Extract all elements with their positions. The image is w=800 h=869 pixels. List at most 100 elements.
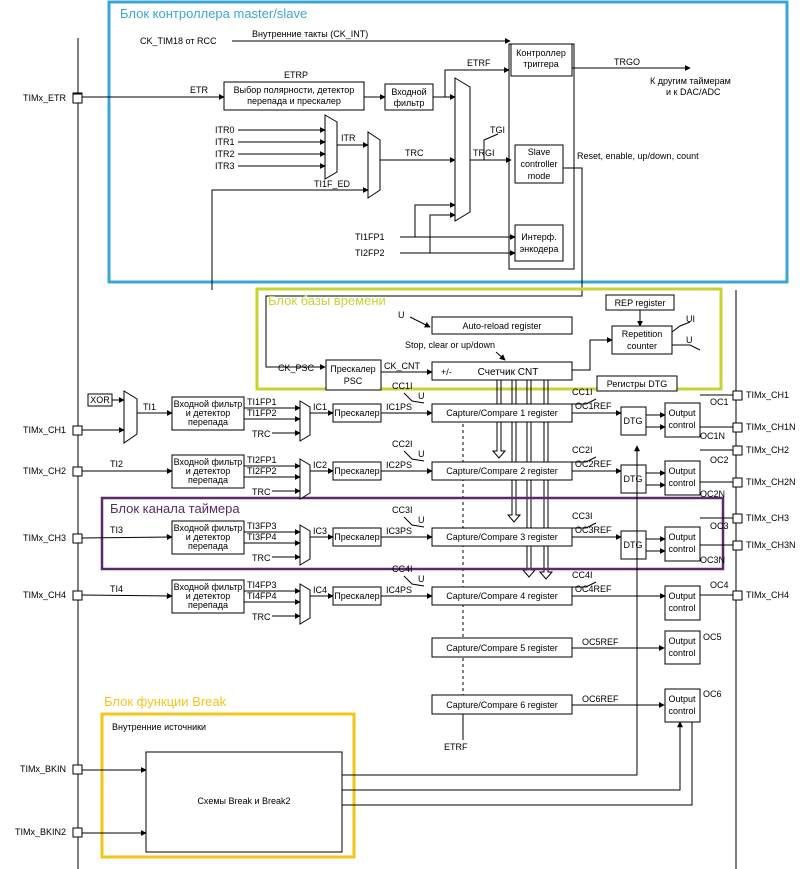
left-pin-timx_bkin[interactable] [72,764,83,775]
right-pin-timx_ch4[interactable] [732,590,743,601]
oc-ctrl-l2-1: control [668,420,695,430]
break-circuit [145,751,343,853]
cc6-label: Capture/Compare 6 register [446,700,558,710]
input-filter-2-l1: Входной фильтр [174,457,243,467]
cc-int-4: CC4I [392,564,413,574]
left-pin-timx_bkin2[interactable] [72,827,83,838]
input-filter-1-l2: и детектор [186,408,231,418]
tgi-label: TGI [490,125,505,135]
slave-mode-block [514,144,564,184]
fp-a-3: TI3FP3 [247,521,277,531]
input-filter-line1: Входной [391,87,426,97]
right-pins: TIMx_CH1TIMx_CH1NTIMx_CH2TIMx_CH2NTIMx_C… [700,390,796,601]
oc-ctrl-l2-4: control [668,603,695,613]
slave-mode-line1: Slave [528,147,551,157]
encoder-line1: Интерф. [521,232,556,242]
itr3-label: ITR3 [215,161,235,171]
trigger-controller-line2: триггера [523,59,559,69]
right-pin-label-5: TIMx_CH3N [746,540,796,550]
ic-label-4: IC4 [313,585,327,595]
dtg-label-1: DTG [624,416,643,426]
right-pin-timx_ch2n[interactable] [732,477,743,488]
ti1-label: TI1 [143,402,156,412]
left-pin-label-1: TIMx_CH1 [23,425,66,435]
ic-label-2: IC2 [313,460,327,470]
oc-ctrl-l1-2: Output [668,466,696,476]
right-pin-timx_ch3n[interactable] [732,540,743,551]
psc-line1: Прескалер [330,364,375,374]
right-pin-timx_ch1[interactable] [732,390,743,401]
break-title: Блок функции Break [104,694,227,709]
etr-label: ETR [190,85,209,95]
oc6ref-label: OC6REF [582,694,619,704]
encoder-line2: энкодера [520,244,559,254]
dtg-1 [620,406,647,436]
tb-u-label: U [398,310,405,320]
left-pin-timx_ch4[interactable] [72,590,83,601]
left-pin-timx_ch3[interactable] [72,533,83,544]
left-pin-label-0: TIMx_ETR [23,93,67,103]
left-pins: TIMx_ETRTIMx_CH1TIMx_CH2TIMx_CH3TIMx_CH4… [15,93,83,838]
output-control-5 [664,630,701,665]
ocn-label-3: OC3N [700,555,725,565]
oc-label-3: OC3 [710,521,729,531]
input-filter-2 [171,454,245,489]
ti3-label: TI3 [110,525,123,535]
auto-reload-register [431,316,573,335]
input-filter-3-l2: и детектор [186,532,231,542]
to-timers-line1: К другим таймерам [650,76,731,86]
ic-mux-1 [299,400,311,442]
u2-label: U [686,335,693,345]
left-pin-timx_etr[interactable] [72,93,83,104]
counter-block [431,361,573,381]
cc5-label: Capture/Compare 5 register [446,643,558,653]
psc-line2: PSC [344,376,363,386]
time-base-group: Блок базы времени [255,287,723,391]
cc-int-2: CC2I [392,439,413,449]
ps-label-3: IC3PS [386,526,412,536]
itr1-label: ITR1 [215,137,235,147]
oc-ctrl-l1-1: Output [668,408,696,418]
cc-register-label-3: Capture/Compare 3 register [446,532,558,542]
trc-mux [367,131,381,199]
dtg-3 [620,530,647,560]
master-slave-group: Блок контроллера master/slave [107,0,789,284]
right-pin-timx_ch1n[interactable] [732,422,743,433]
dtg-registers-label: Регистры DTG [607,379,668,389]
ocref-2: OC2REF [575,459,612,469]
right-pin-timx_ch2[interactable] [732,445,743,456]
encoder-block [514,224,564,262]
trigger-controller-block [510,43,573,77]
input-filter-1 [171,396,245,431]
fp-b-4: TI4FP4 [247,591,277,601]
left-pin-timx_ch2[interactable] [72,466,83,477]
left-pin-label-6: TIMx_BKIN2 [15,827,66,837]
ti1fp1-label: TI1FP1 [355,232,385,242]
trc-3: TRC [252,553,271,563]
break-group: Блок функции Break [100,694,356,859]
fp-b-2: TI2FP2 [247,466,277,476]
left-pin-timx_ch1[interactable] [72,425,83,436]
channel-prescaler-label-1: Прескалер [334,408,379,418]
oc5-ctrl-line2: control [668,648,695,658]
right-pin-label-3: TIMx_CH2N [746,477,796,487]
input-filter-4-l3: перепада [188,600,228,610]
trc-2: TRC [252,487,271,497]
cci-4: CC4I [572,570,593,580]
ck-psc-label: CK_PSC [278,363,315,373]
trgi-mux [454,77,471,222]
left-pin-label-3: TIMx_CH3 [23,533,66,543]
right-pin-timx_ch3[interactable] [732,513,743,524]
trc-4: TRC [252,612,271,622]
input-filter-3-l3: перепада [188,541,228,551]
cc-register-label-4: Capture/Compare 4 register [446,591,558,601]
ps-label-2: IC2PS [386,460,412,470]
cci-2: CC2I [572,445,593,455]
channel-title: Блок канала таймера [110,501,240,516]
